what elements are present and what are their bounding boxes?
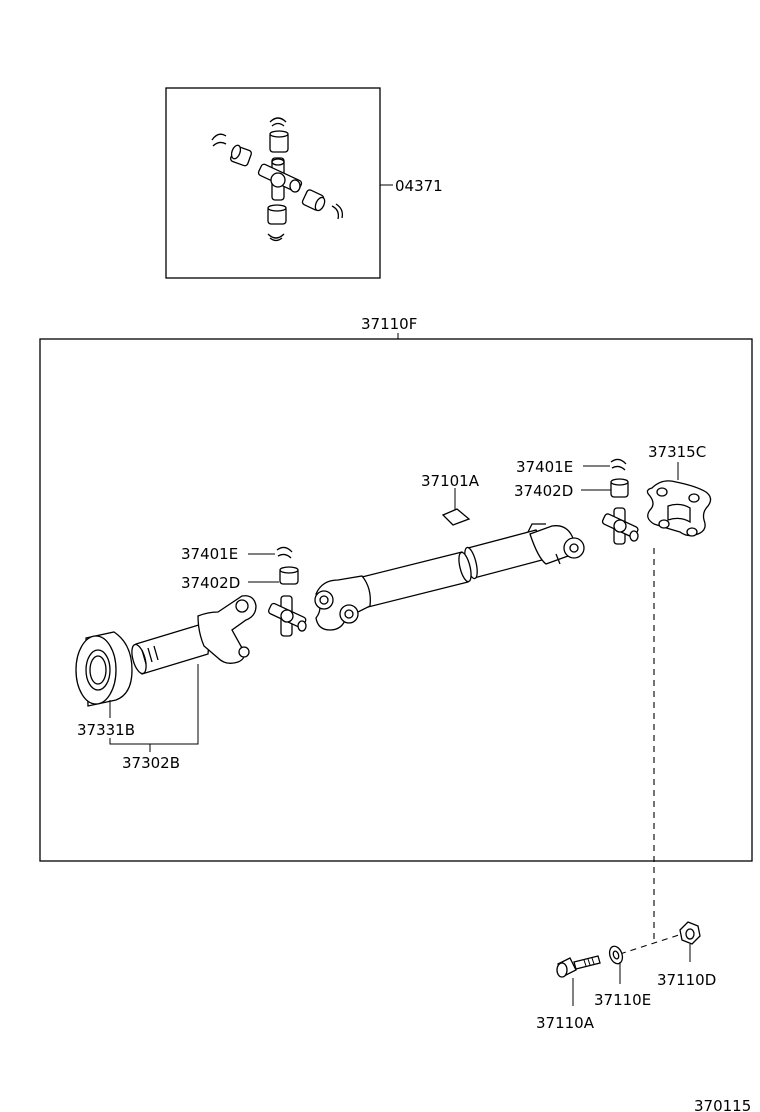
companion-flange-icon bbox=[646, 480, 712, 537]
washer-icon bbox=[608, 945, 624, 965]
kit-bearing-cup-left-icon bbox=[230, 144, 252, 167]
kit-bearing-cup-right-icon bbox=[301, 189, 326, 212]
label-bearing-front: 37402D bbox=[181, 574, 240, 592]
label-snap-ring-rear: 37401E bbox=[516, 458, 573, 476]
label-nut: 37110D bbox=[657, 971, 716, 989]
slip-yoke-icon bbox=[131, 595, 257, 675]
shaft-assembly-group: 37110F 37101A 37401E 37402D 37315C bbox=[39, 315, 753, 862]
label-washer: 37110E bbox=[594, 991, 651, 1009]
spider-rear-icon bbox=[601, 507, 639, 545]
snap-ring-front-icon bbox=[276, 546, 293, 559]
kit-bearing-cup-bottom-icon bbox=[267, 204, 287, 225]
bolt-icon bbox=[556, 955, 601, 978]
propeller-shaft-tube-icon bbox=[314, 523, 585, 631]
bearing-cup-rear-icon bbox=[610, 478, 629, 498]
kit-snap-ring-left-icon bbox=[211, 133, 227, 147]
shaft-assembly-box bbox=[39, 338, 753, 862]
spider-front-icon bbox=[268, 595, 307, 637]
label-seal: 37331B bbox=[77, 721, 135, 739]
diagram-id: 370115 bbox=[694, 1097, 751, 1112]
label-kit: 04371 bbox=[395, 177, 443, 195]
label-bearing-rear: 37402D bbox=[514, 482, 573, 500]
kit-bearing-cup-top-icon bbox=[269, 130, 289, 153]
oil-seal-icon bbox=[75, 631, 133, 707]
center-bearing-icon bbox=[441, 508, 471, 526]
bearing-cup-front-icon bbox=[279, 566, 299, 585]
snap-ring-rear-icon bbox=[610, 458, 627, 471]
kit-snap-ring-bottom-icon bbox=[267, 233, 285, 242]
kit-spider-cross-icon bbox=[257, 157, 303, 201]
label-flange: 37315C bbox=[648, 443, 706, 461]
label-bolt: 37110A bbox=[536, 1014, 595, 1032]
spider-kit-box bbox=[165, 87, 381, 279]
nut-icon bbox=[679, 921, 701, 945]
label-center-bearing: 37101A bbox=[421, 472, 480, 490]
nut-dash-line bbox=[619, 933, 683, 955]
kit-snap-ring-top-icon bbox=[269, 117, 287, 127]
label-shaft-assy: 37110F bbox=[361, 315, 417, 333]
fasteners-group: 37110A 37110E 37110D bbox=[536, 548, 716, 1032]
label-yoke: 37302B bbox=[122, 754, 180, 772]
spider-kit-group: 04371 bbox=[165, 87, 443, 279]
label-snap-ring-front: 37401E bbox=[181, 545, 238, 563]
kit-snap-ring-right-icon bbox=[331, 203, 344, 220]
yoke-leader bbox=[109, 664, 199, 745]
